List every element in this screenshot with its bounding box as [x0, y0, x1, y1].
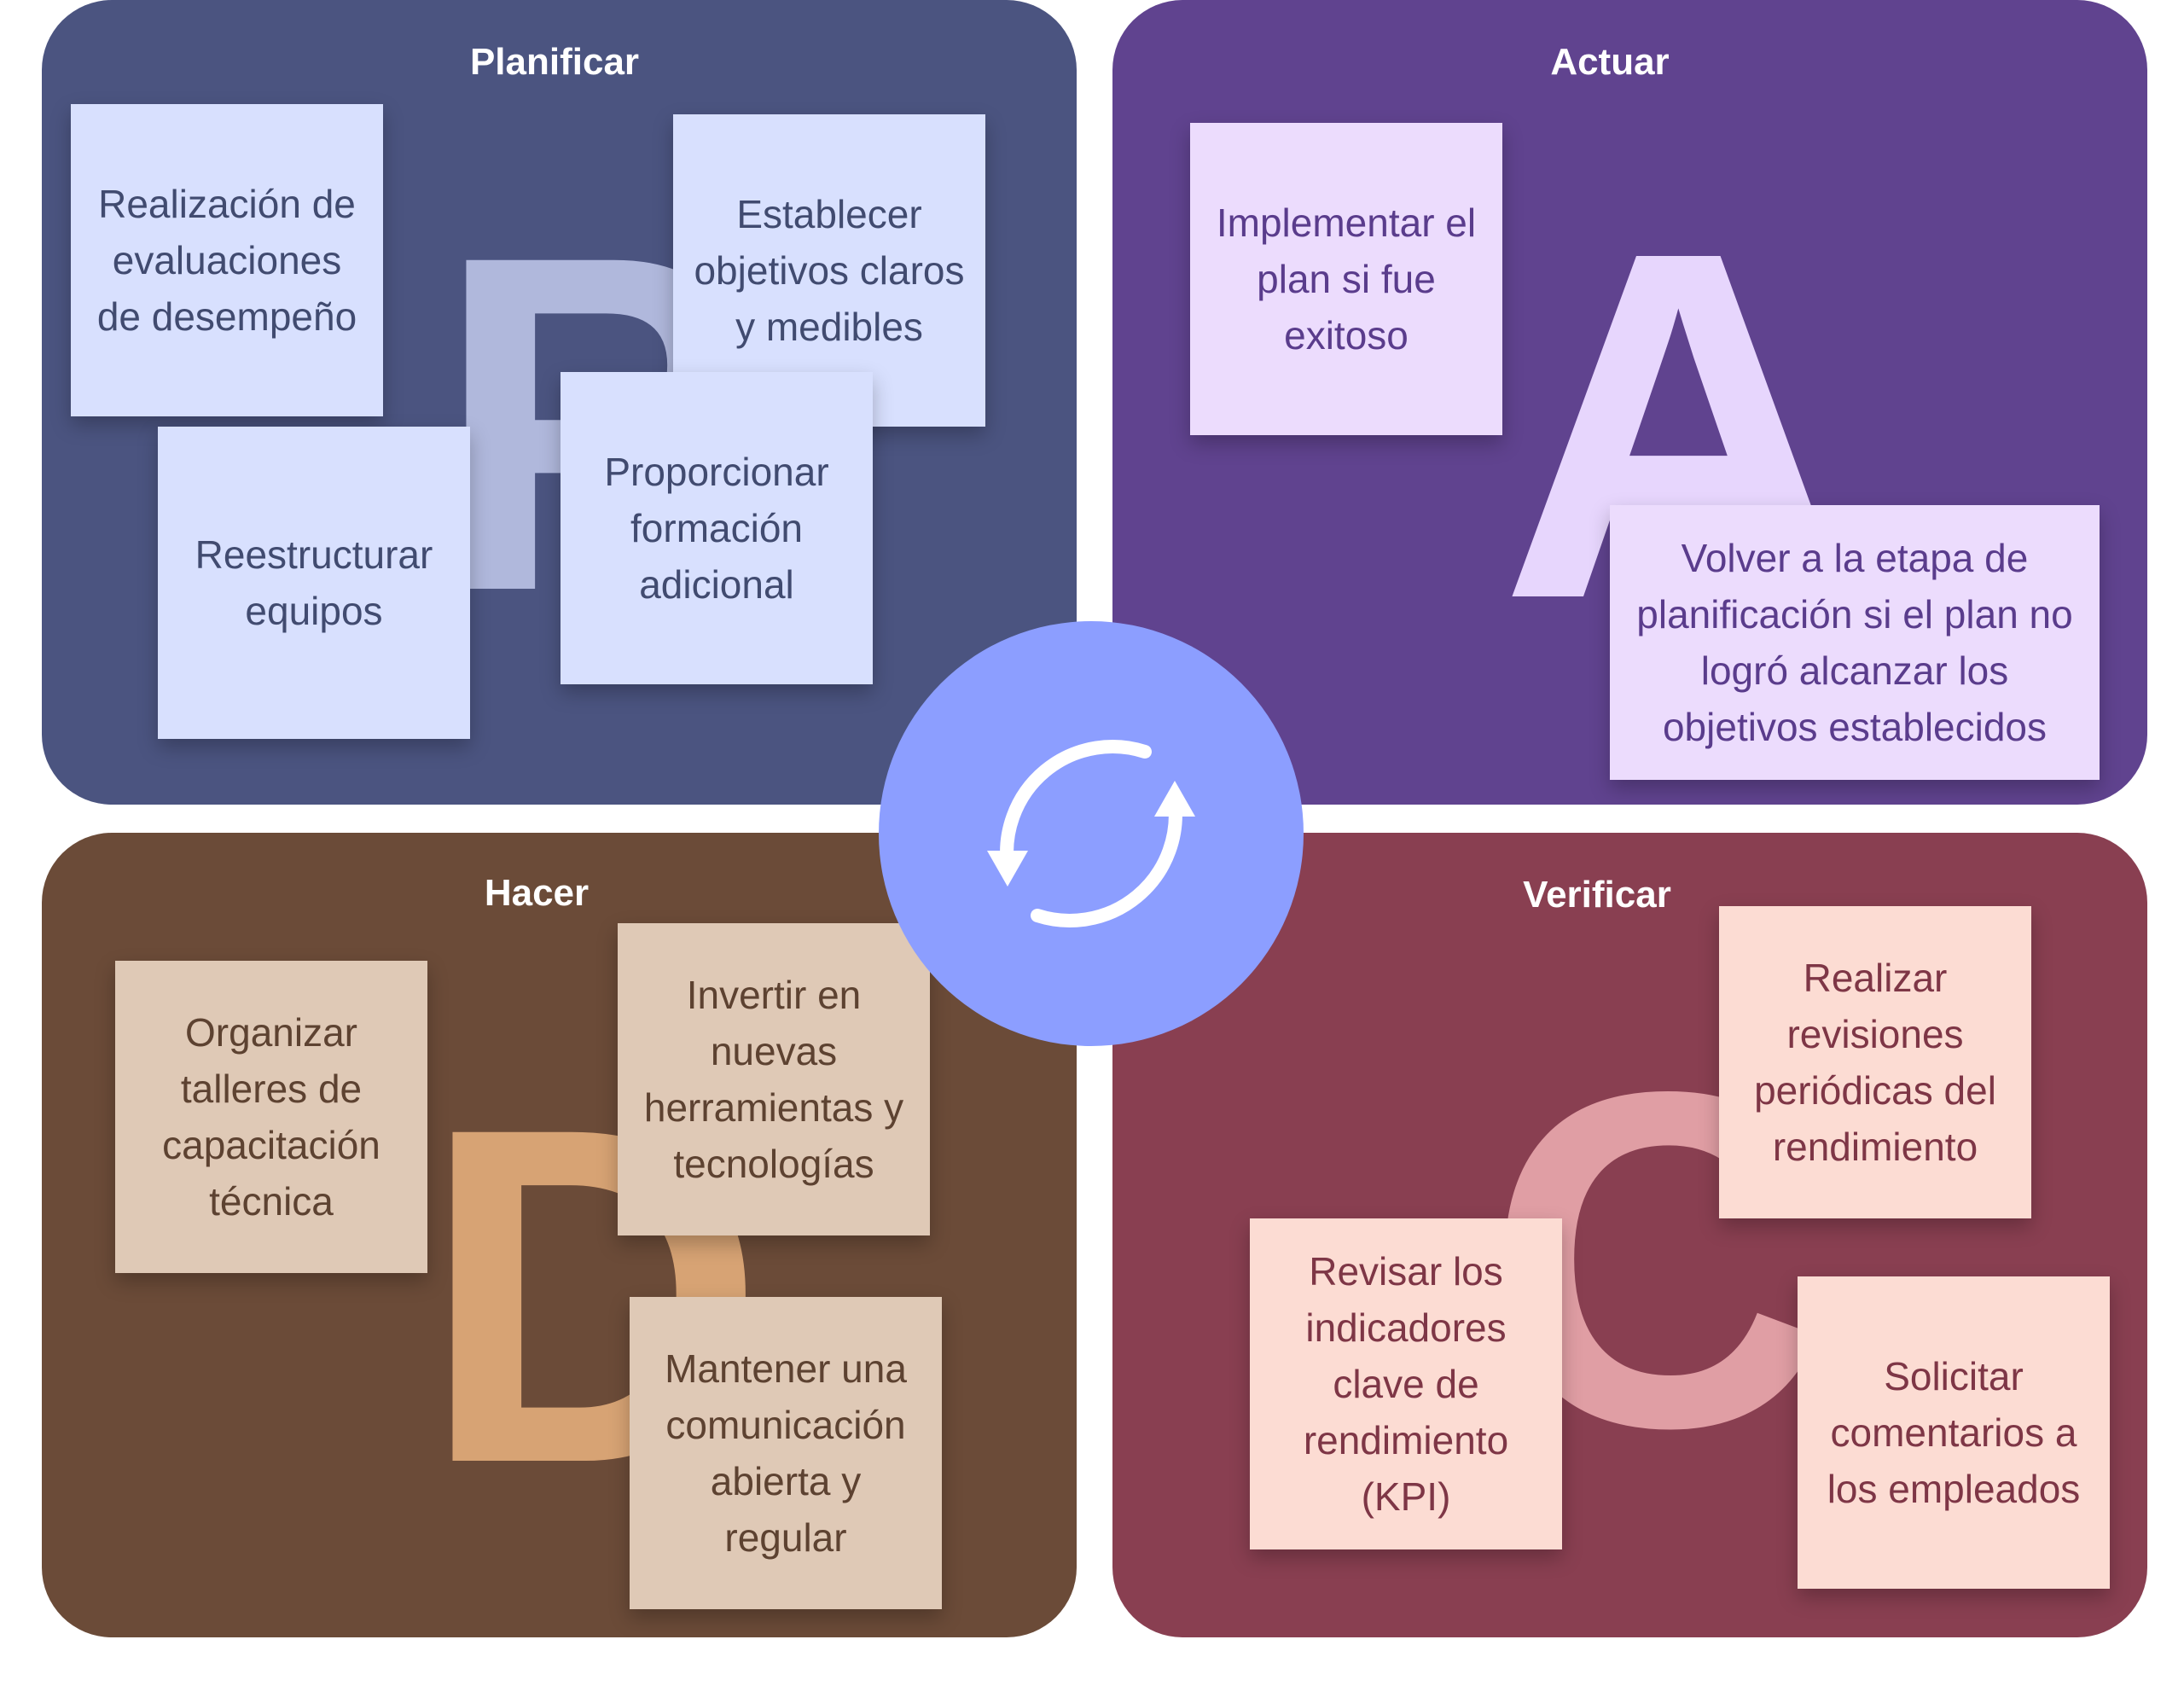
sticky-note: Invertir en nuevas herramientas y tecnol…: [618, 923, 930, 1235]
quadrant-planificar: Planificar P Realización de evaluaciones…: [42, 0, 1077, 805]
refresh-cycle-icon: [987, 740, 1195, 927]
sticky-note: Organizar talleres de capacitación técni…: [115, 961, 427, 1273]
sticky-note: Realización de evaluaciones de desempeño: [71, 104, 383, 416]
sticky-note: Solicitar comentarios a los empleados: [1798, 1276, 2110, 1589]
sticky-note: Volver a la etapa de planificación si el…: [1610, 505, 2100, 780]
sticky-note: Reestructurar equipos: [158, 427, 470, 739]
sticky-note: Mantener una comunicación abierta y regu…: [630, 1297, 942, 1609]
sticky-note: Realizar revisiones periódicas del rendi…: [1719, 906, 2031, 1218]
quadrant-actuar: Actuar A Implementar el plan si fue exit…: [1112, 0, 2147, 805]
sticky-note: Establecer objetivos claros y medibles: [673, 114, 985, 427]
quadrant-verificar: Verificar C Realizar revisiones periódic…: [1112, 833, 2147, 1637]
cycle-circle: [879, 621, 1304, 1046]
quadrant-title: Planificar: [469, 41, 640, 83]
sticky-note: Revisar los indicadores clave de rendimi…: [1250, 1218, 1562, 1549]
quadrant-title: Actuar: [1550, 41, 1670, 83]
quadrant-title: Verificar: [1523, 874, 1671, 916]
quadrant-title: Hacer: [484, 872, 590, 914]
quadrant-hacer: Hacer D Organizar talleres de capacitaci…: [42, 833, 1077, 1637]
sticky-note: Implementar el plan si fue exitoso: [1190, 123, 1502, 435]
sticky-note: Proporcionar formación adicional: [561, 372, 873, 684]
